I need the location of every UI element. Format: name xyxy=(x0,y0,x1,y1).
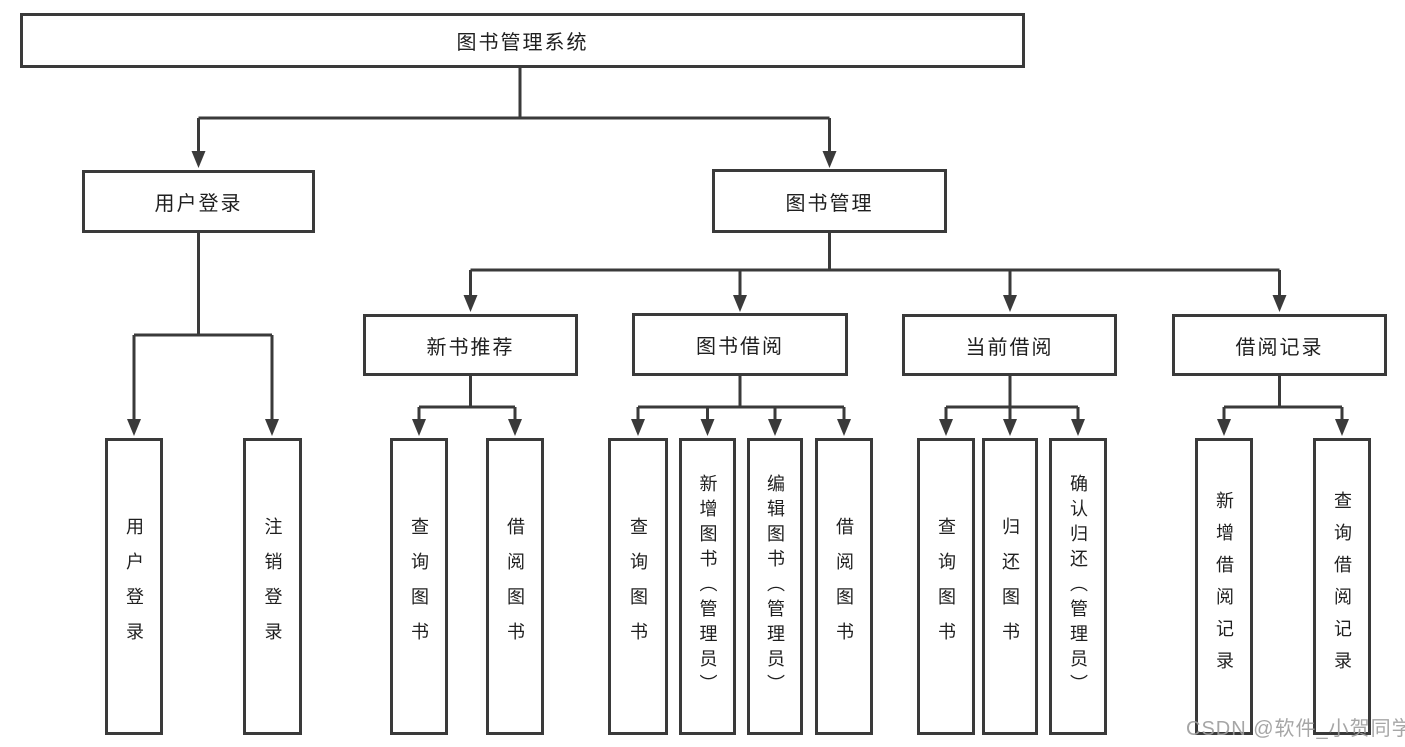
node-root: 图书管理系统 xyxy=(20,13,1025,68)
leaf-query-books-recommend: 查询图书 xyxy=(390,438,448,735)
leaf-borrow-books-recommend: 借阅图书 xyxy=(486,438,544,735)
leaf-borrow-books: 借阅图书 xyxy=(815,438,873,735)
leaf-query-books-current: 查询图书 xyxy=(917,438,975,735)
node-book-borrowing: 图书借阅 xyxy=(632,313,848,376)
leaf-add-book-admin: 新增图书（管理员） xyxy=(679,438,736,735)
leaf-query-books-borrow: 查询图书 xyxy=(608,438,668,735)
leaf-query-borrow-record: 查询借阅记录 xyxy=(1313,438,1371,735)
node-borrowing-records: 借阅记录 xyxy=(1172,314,1387,376)
leaf-confirm-return-admin: 确认归还（管理员） xyxy=(1049,438,1107,735)
node-new-book-recommend: 新书推荐 xyxy=(363,314,578,376)
arrowhead-icons xyxy=(127,151,1349,436)
leaf-edit-book-admin: 编辑图书（管理员） xyxy=(747,438,803,735)
node-current-borrowing: 当前借阅 xyxy=(902,314,1117,376)
node-user-login: 用户登录 xyxy=(82,170,315,233)
leaf-return-books: 归还图书 xyxy=(982,438,1038,735)
leaf-logout: 注销登录 xyxy=(243,438,302,735)
csdn-watermark: CSDN @软件_小贺同学 xyxy=(1186,718,1405,740)
node-book-management: 图书管理 xyxy=(712,169,947,233)
leaf-add-borrow-record: 新增借阅记录 xyxy=(1195,438,1253,735)
leaf-user-login: 用户登录 xyxy=(105,438,163,735)
